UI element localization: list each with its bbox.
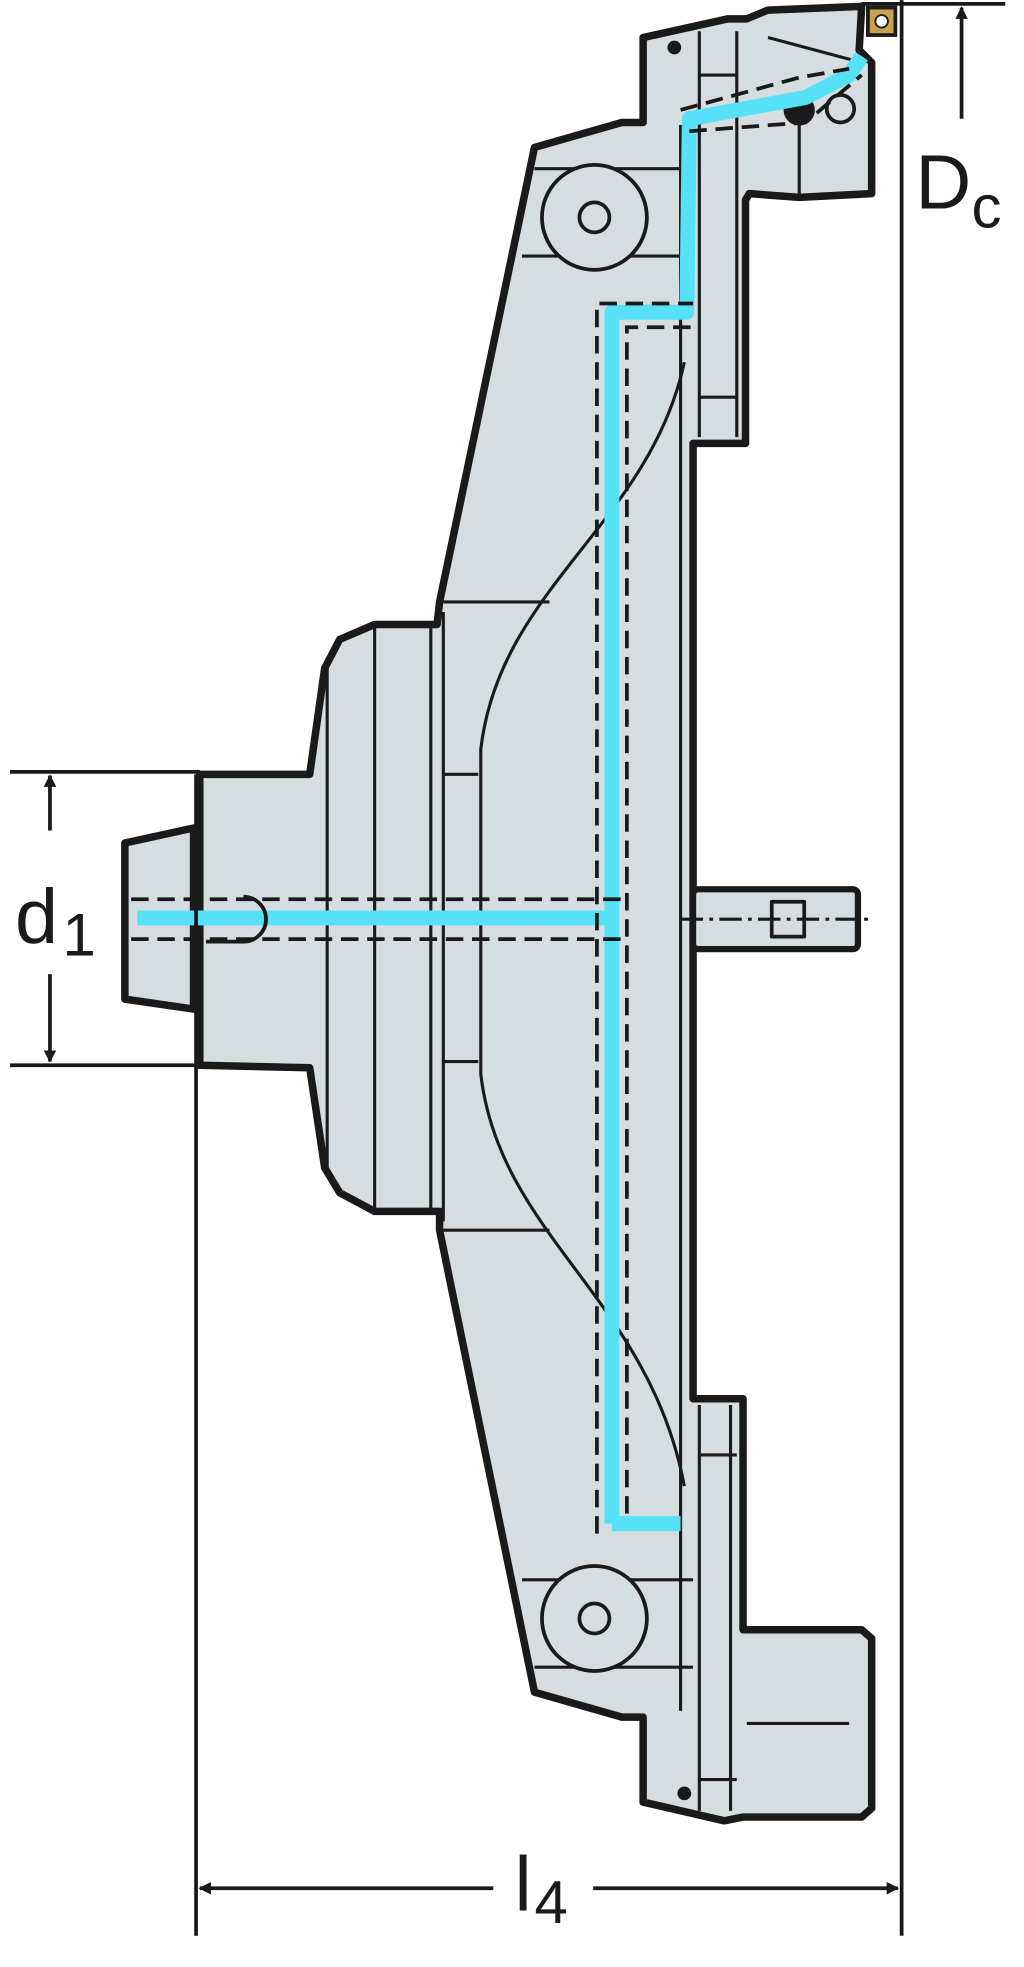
dc-symbol: D	[915, 140, 971, 226]
d1-symbol: d	[15, 874, 58, 960]
label-l4: l 4	[514, 1842, 567, 1936]
dimension-lines	[9, 0, 1006, 1936]
coolant-channel	[131, 52, 868, 1534]
l4-subscript: 4	[534, 1869, 567, 1936]
label-d1: d 1	[15, 874, 96, 968]
l4-symbol: l	[514, 1842, 531, 1928]
d1-subscript: 1	[62, 901, 95, 968]
dc-subscript: c	[972, 173, 1002, 240]
label-dc: D c	[915, 140, 1001, 241]
cutting-insert	[866, 5, 898, 37]
